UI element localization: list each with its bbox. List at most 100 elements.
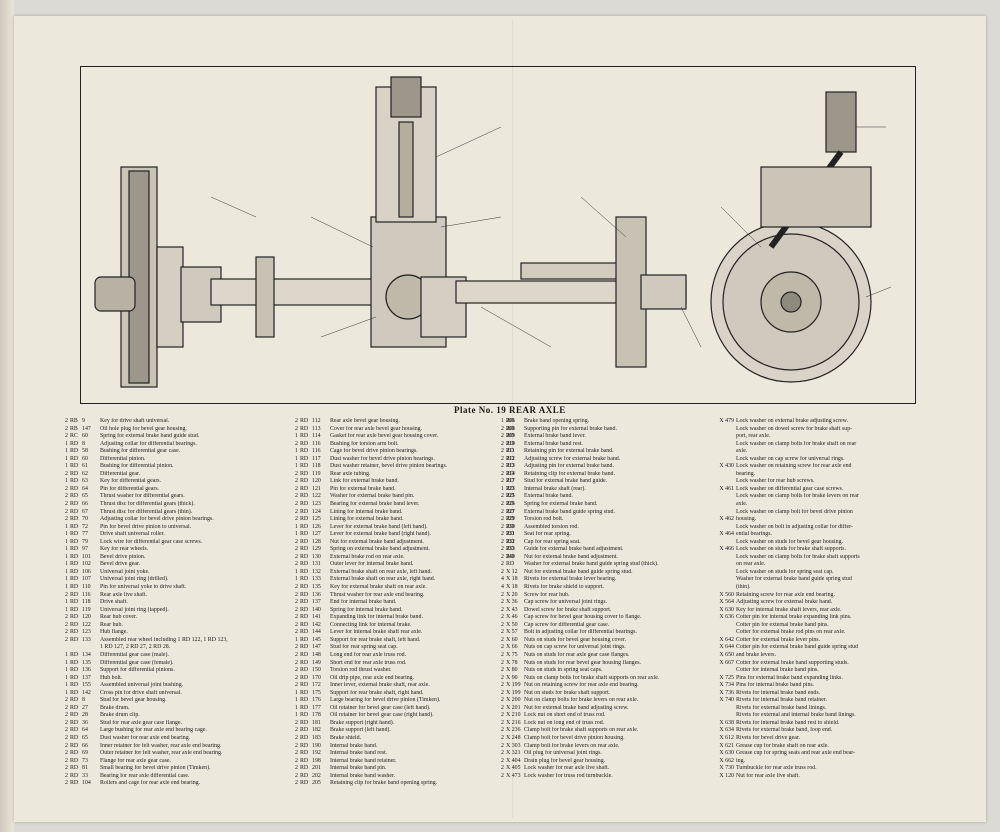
part-quantity: 1 <box>295 697 298 704</box>
part-quantity: 2 <box>295 734 298 741</box>
part-quantity: 2 <box>501 704 504 711</box>
part-description: Lining for external brake band. <box>330 516 404 523</box>
part-number: 176 <box>312 697 321 704</box>
part-number: 141 <box>312 614 321 621</box>
binding-edge <box>0 0 14 832</box>
part-prefix: RD <box>300 636 309 643</box>
part-number: 136 <box>312 591 321 598</box>
part-prefix: RD <box>70 546 79 553</box>
part-number: X 36 <box>506 599 518 606</box>
part-quantity: 1 <box>65 576 68 583</box>
part-quantity: 2 <box>65 591 68 598</box>
part-number: X 46 <box>506 614 518 621</box>
part-number: 116 <box>82 591 91 598</box>
part-number: X 210 <box>506 712 521 719</box>
part-code <box>694 584 734 592</box>
part-prefix: RD <box>300 659 309 666</box>
part-quantity: 2 <box>295 682 298 689</box>
part-row: on rear axle. <box>736 561 936 569</box>
part-prefix: RD <box>70 719 79 726</box>
part-prefix: RD <box>70 584 79 591</box>
part-description: Oil plug for universal joint rings. <box>524 750 602 757</box>
part-description: Internal brake band. <box>330 742 378 749</box>
part-quantity: 1 <box>65 463 68 470</box>
part-row: Rivets for external brake band, loop end… <box>736 727 936 735</box>
part-number: 132 <box>312 568 321 575</box>
part-prefix: RD <box>300 750 309 757</box>
part-code <box>694 478 734 486</box>
part-number: 133 <box>82 636 91 643</box>
part-quantity: 2 <box>295 629 298 636</box>
part-row: Washer for external brake band guide spr… <box>736 576 936 584</box>
part-description: Bolt in adjusting collar for differentia… <box>524 629 637 636</box>
part-number: 144 <box>312 629 321 636</box>
part-prefix: RD <box>70 463 79 470</box>
part-number: 135 <box>82 659 91 666</box>
part-code: X 636 <box>719 614 734 621</box>
part-description: Lock washer on studs for brake shaft sup… <box>736 546 846 553</box>
part-description: Lock washer for truss rod turnbuckle. <box>524 772 613 779</box>
part-quantity: 1 <box>501 485 504 492</box>
part-row: Lock washer on clamp bolts for brake sha… <box>736 554 936 562</box>
part-prefix: RD <box>300 765 309 772</box>
part-description: Bushing for differential gear case. <box>100 448 181 455</box>
part-number: 155 <box>82 682 91 689</box>
part-quantity: 2 <box>501 538 504 545</box>
part-code <box>694 629 734 637</box>
part-description: Screw for rear hub. <box>524 591 570 598</box>
part-code <box>694 501 734 509</box>
part-number: X 404 <box>506 757 521 764</box>
part-description: Nut on studs for brake shaft support. <box>524 689 611 696</box>
part-number: 148 <box>312 651 321 658</box>
part-quantity: 2 <box>295 667 298 674</box>
part-number: 64 <box>82 485 88 492</box>
part-description: 1 RD 127, 2 RD 27, 2 RD 28. <box>100 644 171 651</box>
part-prefix: RD <box>300 780 309 787</box>
part-prefix: RD <box>300 463 309 470</box>
part-number: 149 <box>312 659 321 666</box>
part-row: Adjusting screw for external brake band. <box>736 599 936 607</box>
part-row: Turnbuckle for rear axle truss rod. <box>736 765 936 773</box>
part-number: 223 <box>506 485 515 492</box>
part-number: 60 <box>82 433 88 440</box>
part-code <box>694 471 734 479</box>
part-quantity: 2 <box>65 425 68 432</box>
part-description: Washer for external brake band pin. <box>330 493 415 500</box>
part-prefix: RD <box>70 538 79 545</box>
part-number: 107 <box>82 576 91 583</box>
part-quantity: 2 <box>295 508 298 515</box>
part-quantity: 2 <box>295 501 298 508</box>
part-quantity <box>58 644 70 652</box>
part-description: Grease cup for brake shaft on rear axle. <box>736 742 829 749</box>
part-quantity: 2 <box>295 772 298 779</box>
part-description: Cotter pin for external brake band guide… <box>736 644 859 651</box>
part-description: Adjusting collar for differential bearin… <box>100 440 197 447</box>
part-prefix: RD <box>300 433 309 440</box>
part-code: X 464 <box>719 531 734 538</box>
part-description: Oil drip pipe, rear axle end bearing. <box>330 674 415 681</box>
part-number: 147 <box>82 425 91 432</box>
part-description: Dowel screw for brake shaft support. <box>524 606 612 613</box>
part-code <box>694 456 734 464</box>
part-description: Assembled rear wheel including 1 RD 122,… <box>100 636 228 643</box>
part-description: Differential gear case (male). <box>100 651 169 658</box>
part-quantity: 2 <box>501 599 504 606</box>
part-description: Assembled universal joint bushing. <box>100 682 184 689</box>
